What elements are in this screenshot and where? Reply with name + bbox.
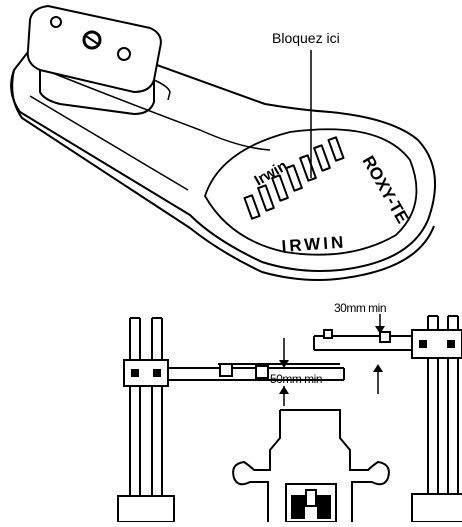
module-knob [82,30,102,50]
left-column [117,317,175,523]
arrow-down-icon-right [375,326,385,334]
module-hole-left [50,16,62,28]
base-brand-text-bottom: IRWIN [281,233,347,256]
slot-teeth [243,136,345,220]
dim-label-50mm: 50mm min [270,372,322,386]
callout-label: Bloquez ici [272,30,340,46]
router-body [232,409,390,523]
module-hole-right [117,47,131,61]
dim-label-30mm: 30mm min [334,301,386,315]
left-arm [168,363,345,381]
tool-base-plate [10,41,437,272]
right-arm [313,329,412,351]
jig-side-view [117,314,462,523]
arrow-down-icon [279,360,289,368]
tool-top-view [10,5,437,281]
right-column [411,315,462,523]
arrow-up-icon-right [373,364,383,372]
arrow-up-icon [279,386,289,394]
